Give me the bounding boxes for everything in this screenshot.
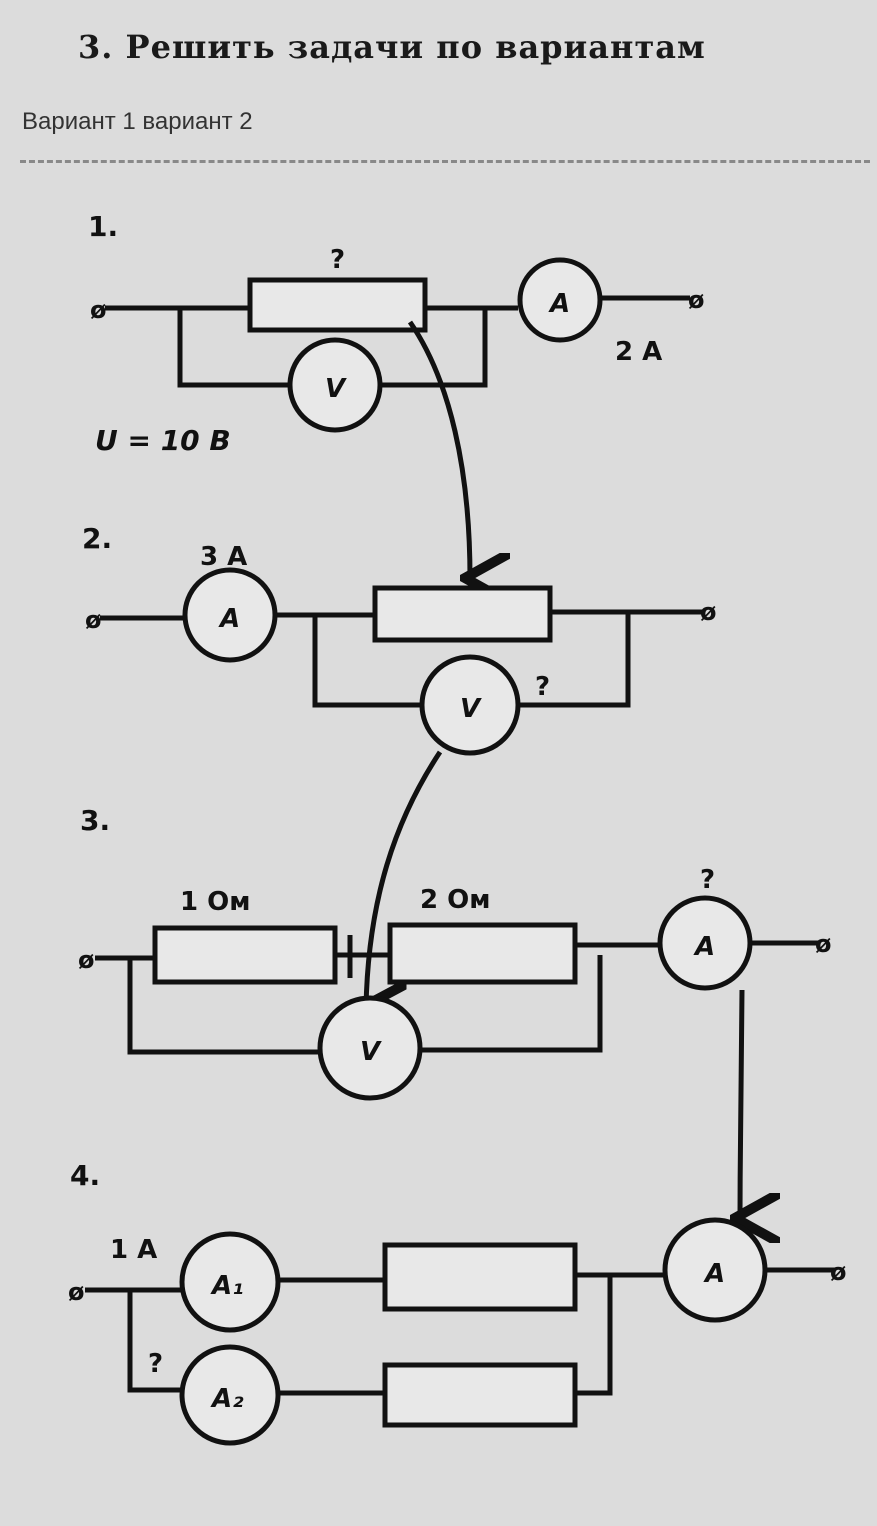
current-label: 1 A — [110, 1235, 157, 1265]
voltmeter-icon — [419, 654, 521, 756]
resistor-2 — [387, 922, 578, 985]
resistor — [247, 277, 428, 333]
ammeter-1-icon — [179, 1231, 281, 1333]
ammeter-symbol: A — [703, 1259, 725, 1289]
resistance-label: 1 Ом — [180, 887, 251, 917]
ammeter-symbol: A — [218, 604, 240, 634]
ammeter-1-symbol: A₁ — [210, 1271, 244, 1301]
ammeter-2-symbol: A₂ — [210, 1384, 244, 1414]
terminal-icon: ø — [815, 930, 832, 958]
resistance-label: 2 Ом — [420, 885, 491, 915]
circuit-number: 4. — [70, 1159, 100, 1192]
resistor-1 — [152, 925, 338, 985]
ammeter-icon — [657, 895, 753, 991]
circuit-number: 1. — [88, 210, 118, 243]
ammeter-symbol: A — [548, 289, 570, 319]
ammeter-2-icon — [179, 1344, 281, 1446]
arrow-icon — [407, 320, 470, 578]
divider — [20, 160, 870, 163]
terminal-icon: ø — [90, 296, 107, 324]
voltmeter-icon — [317, 995, 423, 1101]
circuit-4: 4. 1 A ? ø ø A₁ A₂ A — [68, 1159, 847, 1446]
voltmeter-symbol: V — [325, 374, 347, 404]
current-label: 2 A — [615, 337, 662, 367]
terminal-icon: ø — [700, 598, 717, 626]
voltmeter-symbol: V — [460, 694, 482, 724]
terminal-icon: ø — [85, 606, 102, 634]
terminal-icon: ø — [68, 1278, 85, 1306]
resistance-unknown-label: ? — [330, 245, 345, 275]
voltmeter-icon — [287, 337, 383, 433]
circuit-1: 1. ? ø ø A V 2 A U = 10 B — [88, 210, 705, 578]
ammeter-icon — [517, 257, 603, 343]
current-unknown-label: ? — [148, 1349, 163, 1379]
resistor — [372, 585, 553, 643]
voltage-label: U = 10 B — [95, 424, 231, 457]
ammeter-icon — [662, 1217, 768, 1323]
task-title: 3. Решить задачи по вариантам — [78, 28, 706, 66]
voltmeter-symbol: V — [360, 1037, 382, 1067]
variant-label: Вариант 1 вариант 2 — [22, 108, 253, 135]
arrow-icon — [740, 989, 742, 1218]
terminal-icon: ø — [830, 1258, 847, 1286]
current-unknown-label: ? — [700, 865, 715, 895]
voltage-unknown-label: ? — [535, 672, 550, 702]
resistor-1 — [382, 1242, 578, 1312]
terminal-icon: ø — [78, 946, 95, 974]
circuit-number: 2. — [82, 522, 112, 555]
resistor-2 — [382, 1362, 578, 1428]
terminal-icon: ø — [688, 286, 705, 314]
circuit-3: 3. 1 Ом 2 Ом ? ø ø A V — [78, 804, 832, 1218]
circuit-number: 3. — [80, 804, 110, 837]
circuit-2: 2. 3 A ø ø A V ? — [82, 522, 717, 1008]
current-label: 3 A — [200, 542, 247, 572]
arrow-icon — [366, 750, 443, 1008]
ammeter-icon — [182, 567, 278, 663]
ammeter-symbol: A — [693, 932, 715, 962]
